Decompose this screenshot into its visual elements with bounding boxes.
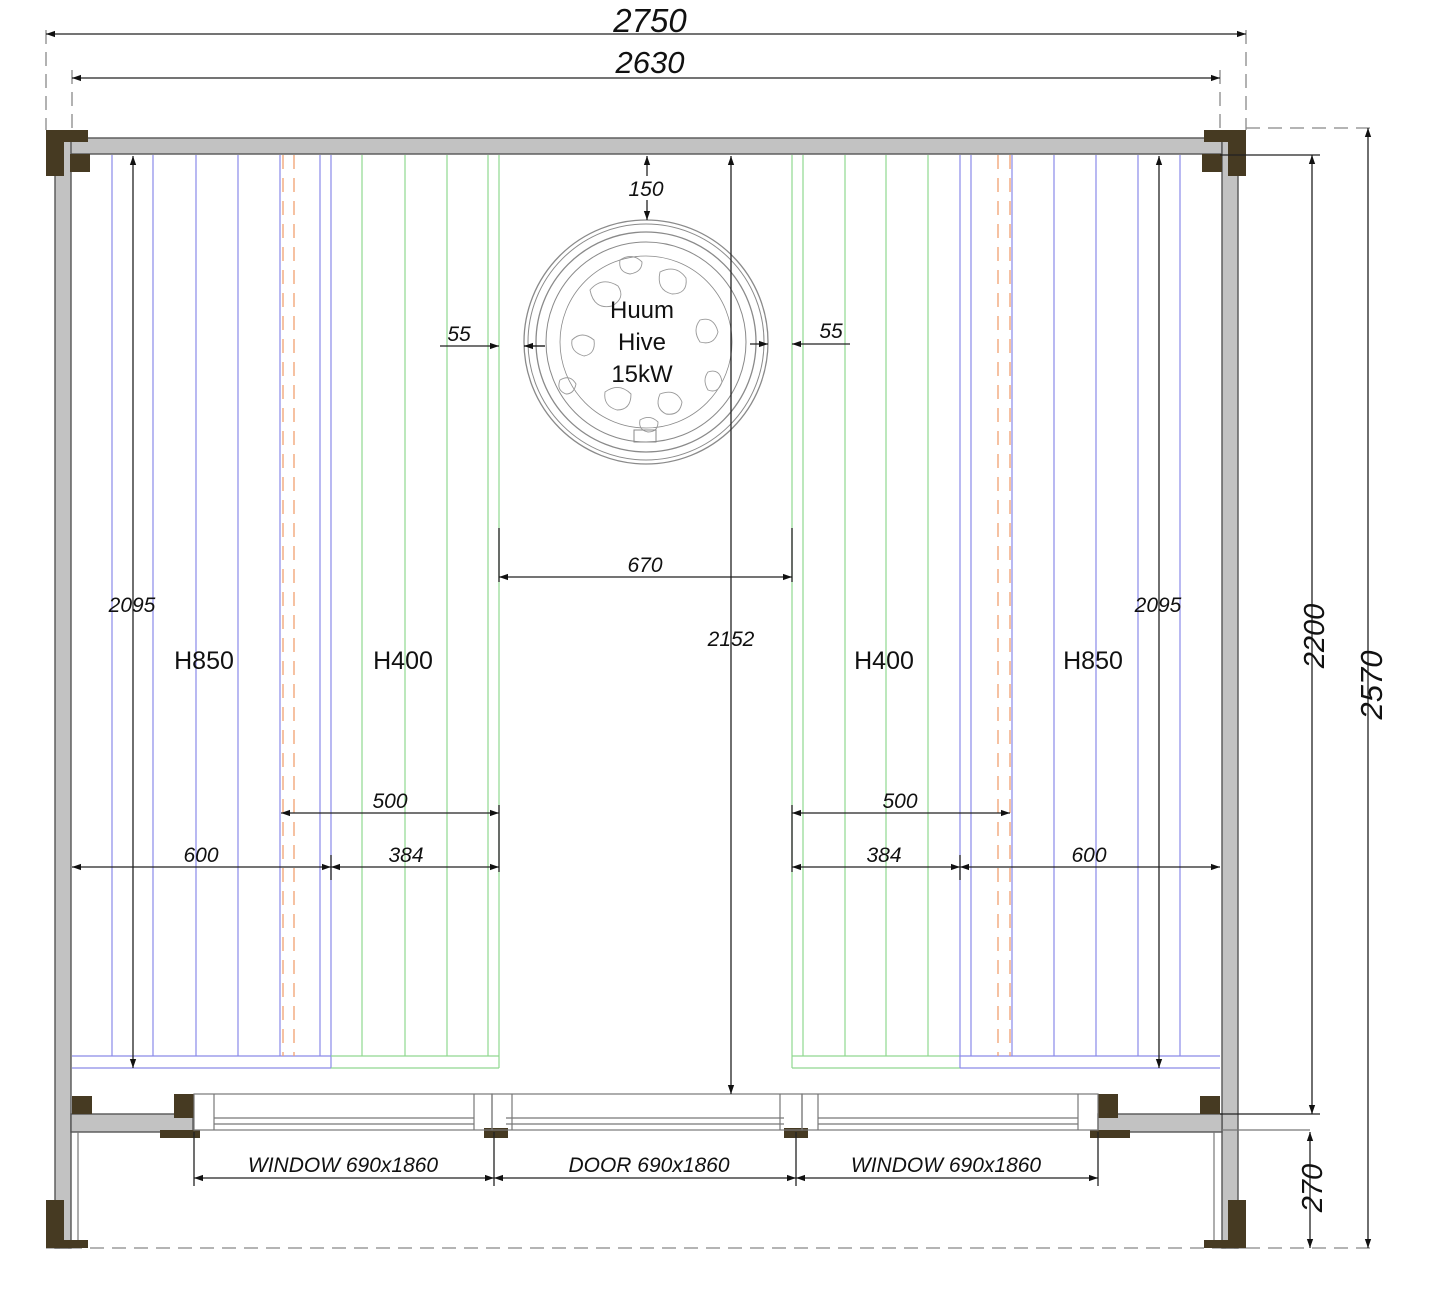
corner-posts	[46, 130, 1246, 1248]
right-upper-bench	[959, 155, 1220, 1069]
front-wall-left	[70, 1113, 194, 1133]
dim-right-outer-depth: 600	[1071, 844, 1106, 867]
heater: Huum Hive 15kW	[523, 219, 769, 465]
dim-heater-top-gap: 150	[628, 178, 663, 201]
top-wall	[69, 137, 1223, 155]
dim-base-height: 270	[1297, 1164, 1329, 1213]
label-right-high-bench: H850	[1063, 647, 1123, 675]
dim-bench-gap: 670	[627, 554, 662, 577]
left-lower-bench	[331, 155, 500, 1069]
left-wall	[54, 137, 72, 1249]
front-openings	[193, 1093, 1099, 1131]
dim-right-bench-height: 2095	[1134, 594, 1182, 617]
heater-label-line2: Hive	[618, 329, 666, 356]
walls	[54, 137, 1310, 1249]
dim-inner-width: 2630	[615, 45, 685, 80]
dim-overall-height: 2570	[1354, 651, 1389, 721]
dim-right-upper-depth: 500	[882, 790, 917, 813]
dim-right-lower-depth: 384	[866, 844, 901, 867]
dim-overall-width: 2750	[612, 2, 687, 39]
right-wall	[1221, 137, 1239, 1249]
dim-left-bench-height: 2095	[108, 594, 156, 617]
dim-heater-right-gap: 55	[819, 320, 843, 343]
heater-label-line1: Huum	[610, 297, 674, 324]
label-left-high-bench: H850	[174, 647, 234, 675]
heater-stones	[558, 256, 723, 433]
bench-labels: H850 H400 H400 H850	[174, 647, 1123, 675]
dim-heater-left-gap: 55	[447, 323, 471, 346]
label-right-low-bench: H400	[854, 647, 914, 675]
dim-center-height: 2152	[707, 628, 755, 651]
dimension-texts: 2750 2630 150 55 55 670 2152 2095 2095 5…	[108, 2, 1389, 1213]
dim-left-window: WINDOW 690x1860	[248, 1154, 439, 1177]
left-upper-bench	[72, 155, 332, 1069]
right-lower-bench	[791, 155, 960, 1069]
bench-support-lines	[282, 155, 1011, 1056]
right-window	[801, 1093, 1099, 1131]
dim-wall-height: 2200	[1299, 604, 1331, 670]
door	[491, 1093, 803, 1131]
label-left-low-bench: H400	[373, 647, 433, 675]
dim-left-upper-depth: 500	[372, 790, 407, 813]
dim-left-outer-depth: 600	[183, 844, 218, 867]
heater-label-line3: 15kW	[611, 361, 673, 388]
dim-left-lower-depth: 384	[388, 844, 423, 867]
left-window	[193, 1093, 493, 1131]
dim-right-window: WINDOW 690x1860	[851, 1154, 1042, 1177]
dimension-lines	[46, 30, 1372, 1248]
dim-door: DOOR 690x1860	[568, 1154, 729, 1177]
